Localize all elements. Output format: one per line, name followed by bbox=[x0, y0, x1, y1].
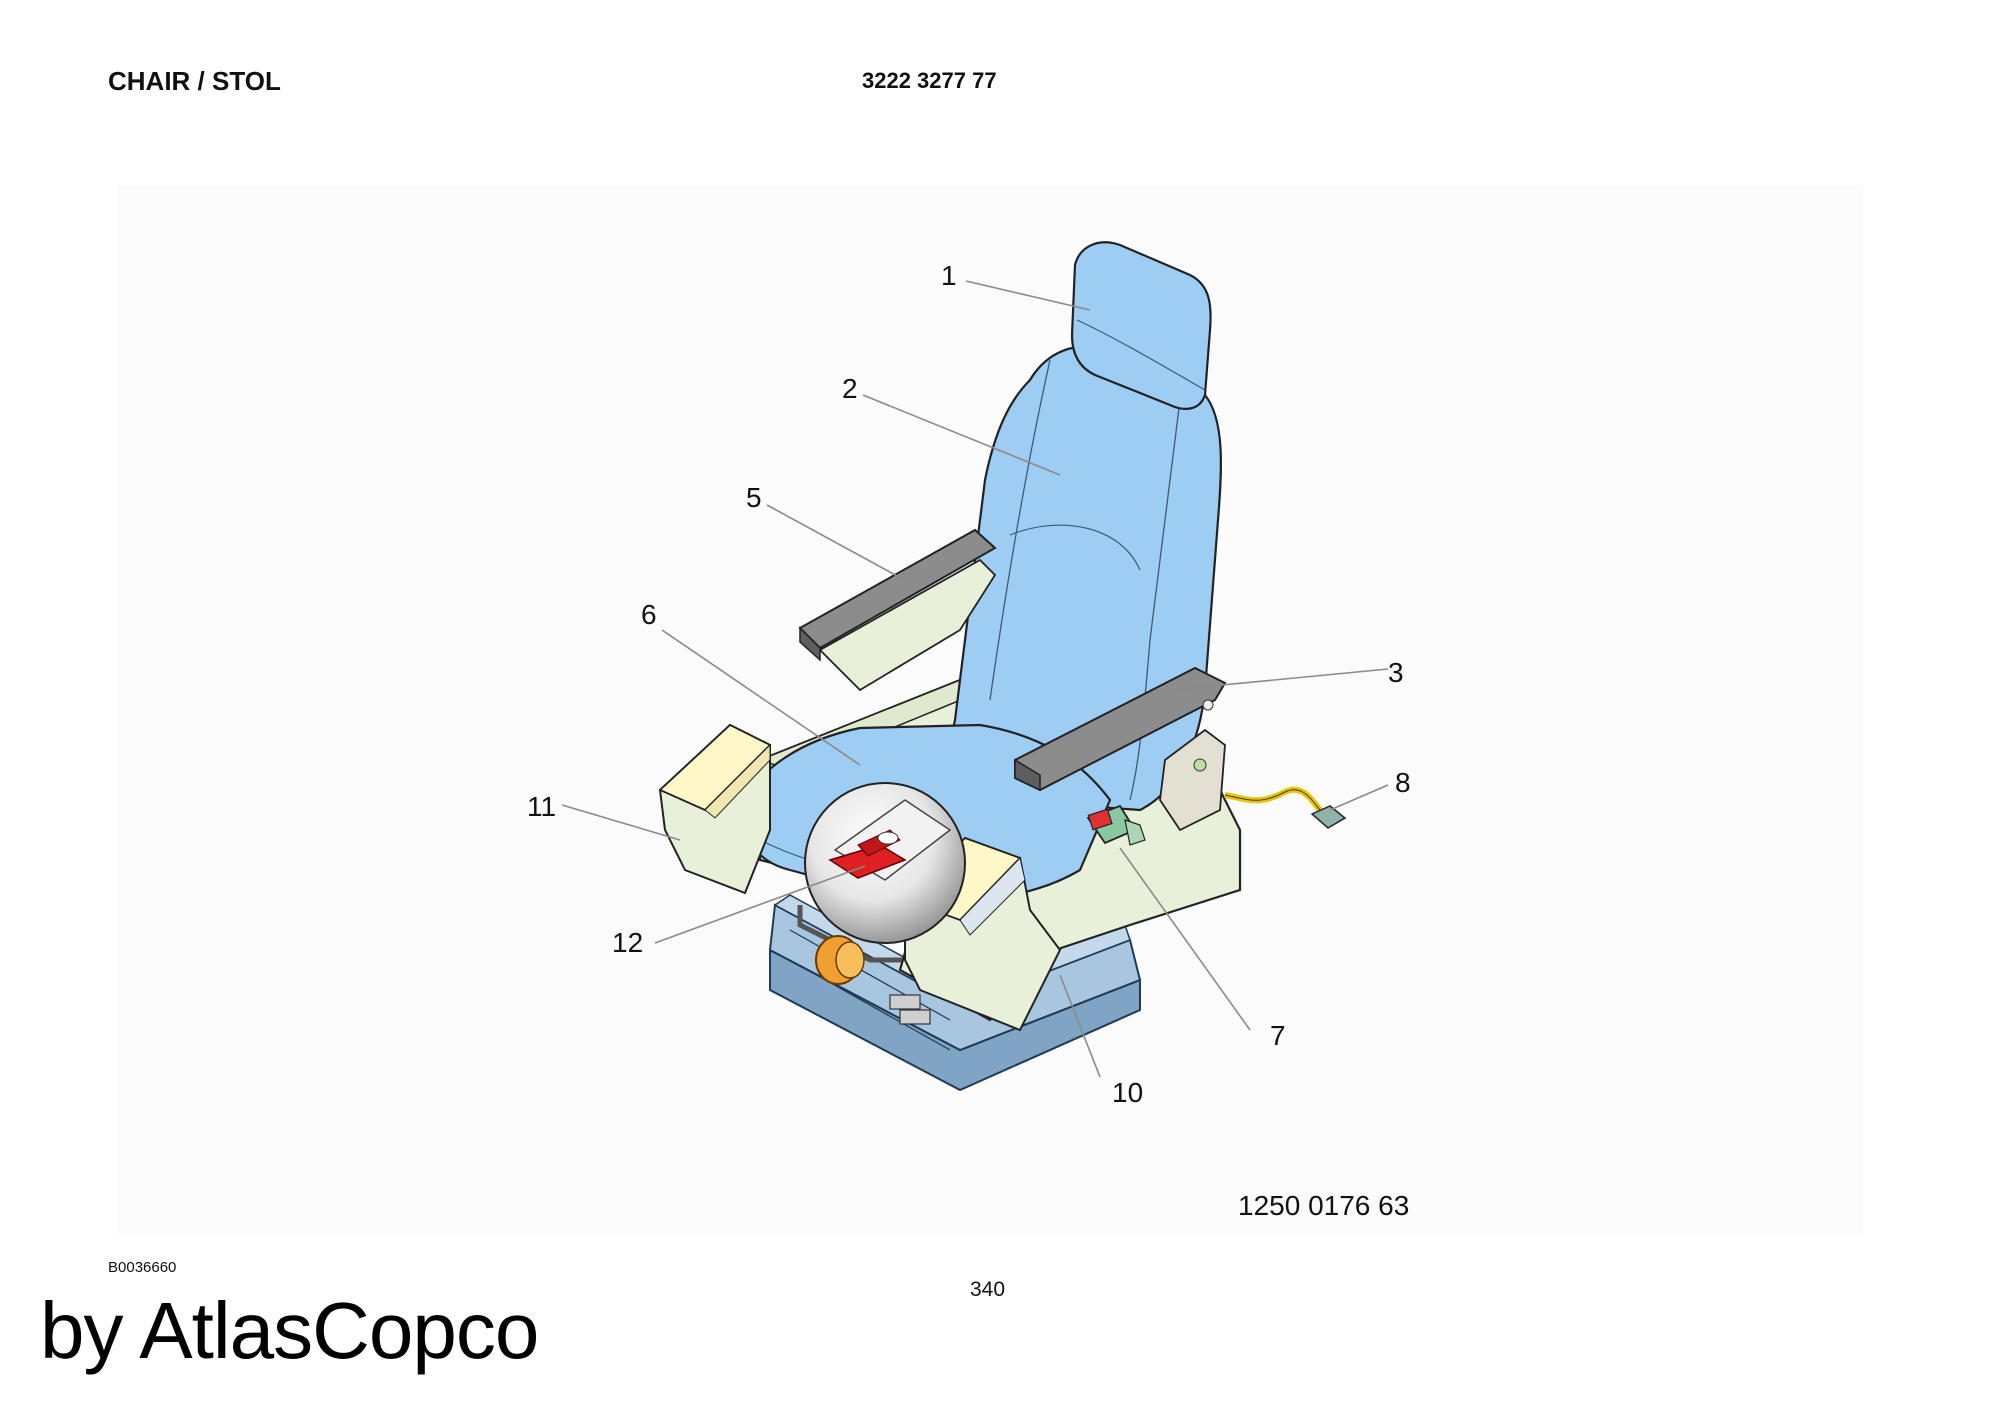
electrical-cable bbox=[1224, 786, 1347, 829]
callout-2: 2 bbox=[842, 373, 858, 404]
image-id: B0036660 bbox=[108, 1259, 177, 1276]
document-title: CHAIR / STOL bbox=[108, 66, 281, 96]
callout-7: 7 bbox=[1270, 1020, 1286, 1051]
left-armrest bbox=[798, 528, 997, 692]
detail-magnifier-sphere bbox=[804, 782, 966, 944]
callout-10: 10 bbox=[1112, 1077, 1143, 1108]
seat-belt-buckle bbox=[1086, 804, 1146, 846]
part-number: 3222 3277 77 bbox=[862, 68, 997, 93]
drawing-number: 1250 0176 63 bbox=[1238, 1190, 1410, 1221]
callout-6: 6 bbox=[641, 599, 657, 630]
callout-8: 8 bbox=[1395, 767, 1411, 798]
callout-11: 11 bbox=[527, 791, 556, 822]
weight-adjust-knob bbox=[815, 935, 865, 985]
callout-3: 3 bbox=[1388, 657, 1404, 688]
callout-1: 1 bbox=[941, 260, 957, 291]
page-number: 340 bbox=[970, 1278, 1006, 1301]
right-armrest bbox=[1014, 666, 1227, 832]
headrest bbox=[1070, 241, 1212, 410]
left-storage-box bbox=[658, 723, 772, 895]
callout-5: 5 bbox=[746, 482, 762, 513]
callout-12: 12 bbox=[612, 927, 643, 958]
brand-label: by AtlasCopco bbox=[40, 1286, 539, 1375]
callout-leader-lines bbox=[561, 280, 1389, 1078]
